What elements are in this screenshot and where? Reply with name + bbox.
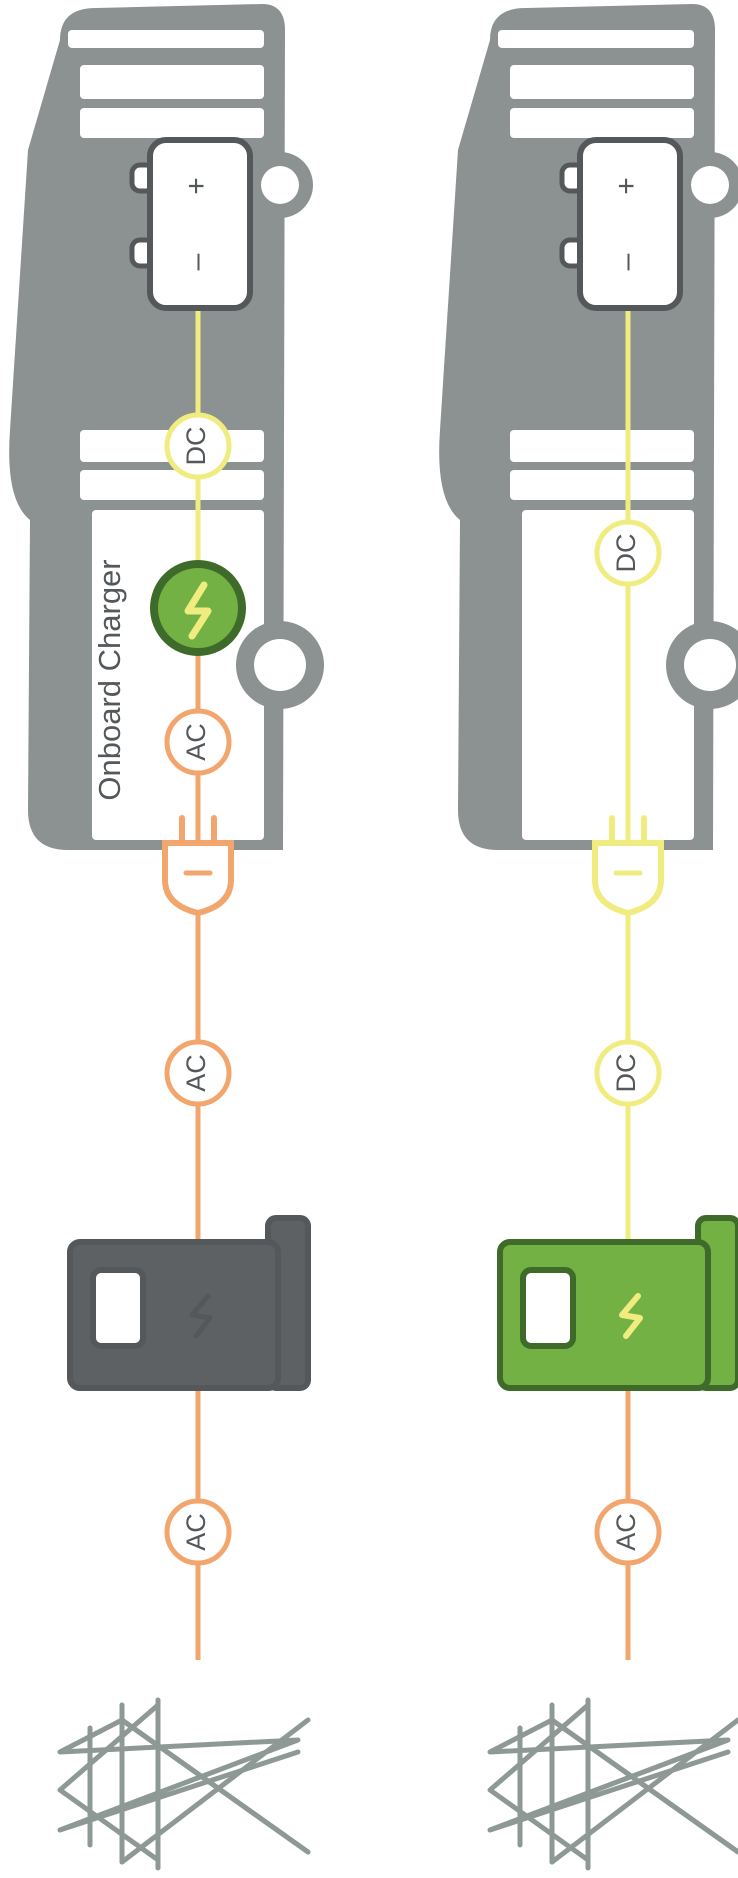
battery-icon: + – — [559, 137, 683, 311]
dc-badge: DC — [164, 412, 232, 480]
power-pylon-icon — [487, 1697, 738, 1871]
onboard-charger-label: Onboard Charger — [92, 559, 127, 800]
plug-icon — [592, 815, 664, 917]
ac-badge-grid: AC — [594, 1498, 662, 1566]
svg-text:AC: AC — [611, 1513, 641, 1551]
charging-station-icon — [67, 1215, 311, 1391]
svg-text:DC: DC — [611, 534, 641, 573]
battery-minus-label: – — [180, 253, 213, 270]
ac-badge-grid: AC — [164, 1498, 232, 1566]
lightning-icon — [189, 1293, 213, 1339]
bus-icon — [439, 4, 738, 850]
power-pylon-icon — [57, 1697, 311, 1871]
plug-icon — [162, 815, 234, 917]
panel-ac-charging: + – DC Onboard Charger AC AC — [9, 4, 324, 1871]
onboard-charger-icon — [150, 560, 246, 656]
svg-text:DC: DC — [181, 427, 211, 466]
panel-dc-charging: + – DC DC AC — [439, 4, 738, 1871]
ac-badge-onboard: AC — [164, 708, 232, 776]
battery-minus-label: – — [610, 253, 643, 270]
dc-badge: DC — [594, 519, 662, 587]
svg-text:DC: DC — [611, 1054, 641, 1093]
svg-text:AC: AC — [181, 1513, 211, 1551]
svg-text:AC: AC — [181, 723, 211, 761]
bus-icon — [9, 4, 324, 850]
battery-plus-label: + — [610, 177, 643, 195]
ac-badge-cable: AC — [164, 1039, 232, 1107]
lightning-icon — [619, 1293, 643, 1339]
battery-icon: + – — [129, 137, 253, 311]
lightning-icon — [184, 581, 212, 640]
dc-badge-cable: DC — [594, 1039, 662, 1107]
battery-plus-label: + — [180, 177, 213, 195]
charging-station-icon — [497, 1215, 738, 1391]
svg-text:AC: AC — [181, 1054, 211, 1092]
